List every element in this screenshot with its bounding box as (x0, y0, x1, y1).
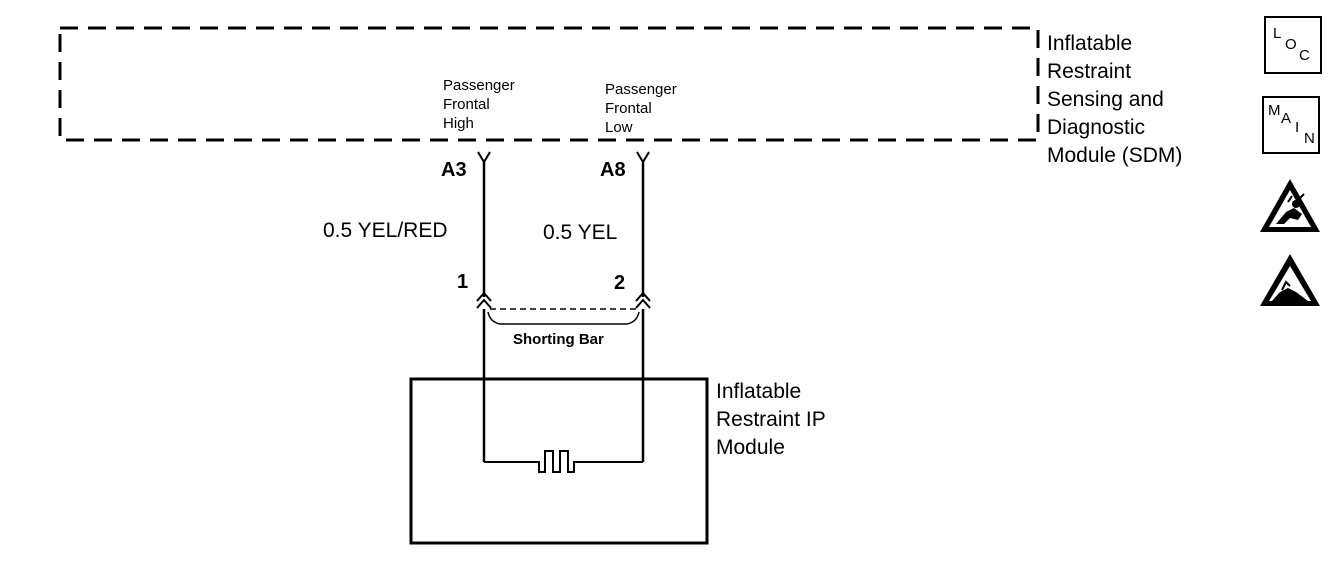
ip-label-line-3: Module (716, 436, 785, 459)
pin-a3-description: Passenger Frontal High (443, 76, 515, 133)
loc-icon[interactable]: L O C (1264, 16, 1322, 74)
esd-warning-icon[interactable] (1258, 176, 1322, 234)
pin-a8-desc-line-1: Passenger (605, 81, 677, 98)
cavity-1-label: 1 (457, 271, 469, 293)
main-icon-letter-n: N (1304, 130, 1315, 147)
deployment-loop (484, 450, 643, 473)
main-icon[interactable]: M A I N (1262, 96, 1320, 154)
pin-a8-terminal (636, 151, 650, 164)
wire-label-yel: 0.5 YEL (543, 221, 618, 244)
sdm-label-line-3: Sensing and (1047, 88, 1164, 111)
main-icon-letter-i: I (1295, 119, 1300, 136)
ip-module-outline (409, 377, 709, 545)
shorting-bar-label: Shorting Bar (513, 331, 604, 348)
shorting-bar-bracket (487, 311, 640, 325)
pin-a3-desc-line-2: Frontal (443, 96, 490, 113)
cavity-2-label: 2 (614, 272, 626, 294)
loc-icon-letter-l: L (1273, 25, 1282, 42)
pin-a3-desc-line-3: High (443, 115, 474, 132)
ip-module-label: Inflatable Restraint IP Module (716, 378, 826, 462)
pin-a3-terminal (477, 151, 491, 164)
pin-a8-desc-line-3: Low (605, 119, 633, 136)
connector-cavity-1-mark (476, 291, 492, 309)
connector-cavity-2-mark (635, 291, 651, 309)
pin-a8-desc-line-2: Frontal (605, 100, 652, 117)
main-icon-letter-m: M (1268, 102, 1281, 119)
pin-a3-desc-line-1: Passenger (443, 77, 515, 94)
loc-icon-letter-o: O (1285, 36, 1297, 53)
pin-a3-label: A3 (441, 159, 467, 181)
sdm-label-line-1: Inflatable (1047, 32, 1133, 55)
wire-label-yel-red: 0.5 YEL/RED (323, 219, 448, 242)
sdm-module-outline (58, 26, 1040, 142)
sdm-label-line-5: Module (SDM) (1047, 144, 1183, 167)
main-icon-letter-a: A (1281, 110, 1292, 127)
pin-a8-label: A8 (600, 159, 626, 181)
sdm-module-label: Inflatable Restraint Sensing and Diagnos… (1047, 30, 1182, 170)
sdm-label-line-4: Diagnostic (1047, 116, 1146, 139)
esd-warning-icon-2[interactable] (1258, 252, 1322, 308)
pin-a8-description: Passenger Frontal Low (605, 80, 677, 137)
ip-label-line-2: Restraint IP (716, 408, 826, 431)
ip-label-line-1: Inflatable (716, 380, 802, 403)
sdm-label-line-2: Restraint (1047, 60, 1132, 83)
loc-icon-letter-c: C (1299, 47, 1310, 64)
